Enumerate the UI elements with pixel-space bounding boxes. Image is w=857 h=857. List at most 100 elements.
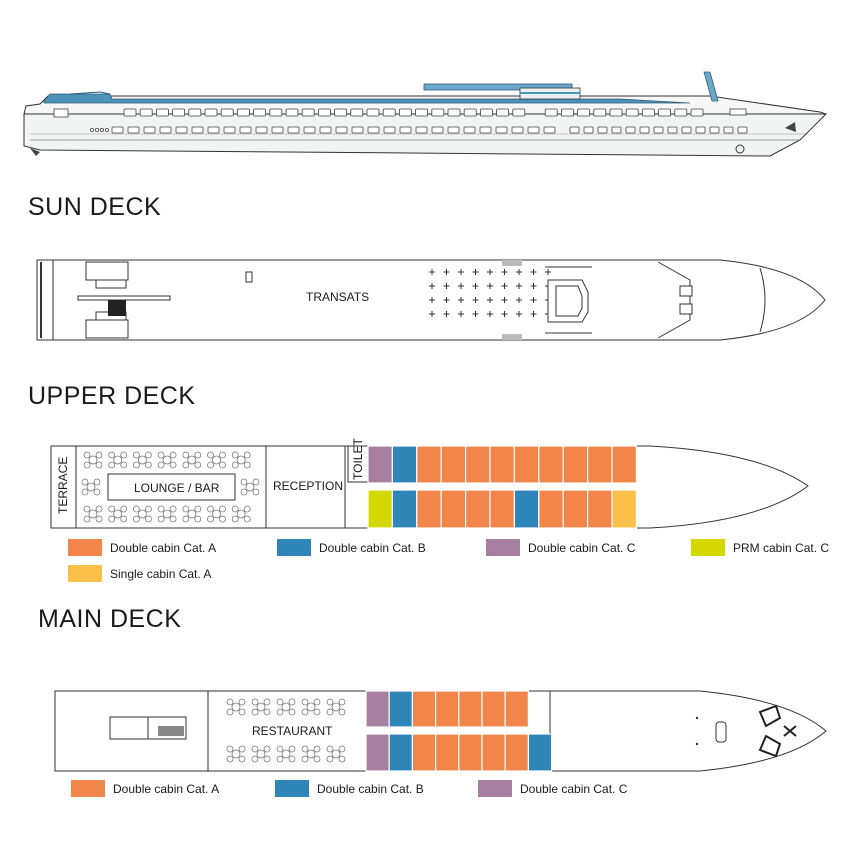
cabin-cat-a[interactable]: [611, 445, 637, 484]
table-group: [240, 478, 260, 496]
window: [398, 108, 412, 117]
cabin-cat-a[interactable]: [411, 690, 437, 728]
table-group: [326, 698, 346, 716]
porthole: [527, 126, 540, 134]
porthole: [737, 126, 748, 134]
legend-label: Double cabin Cat. B: [317, 781, 424, 796]
legend-item: Double cabin Cat. A: [68, 539, 216, 556]
transat: [516, 297, 522, 303]
window: [317, 108, 331, 117]
legend-label: Single cabin Cat. A: [110, 566, 212, 581]
window: [139, 108, 153, 117]
cabin-cat-a[interactable]: [416, 445, 442, 484]
transat: [530, 283, 537, 289]
cabin-cat-c[interactable]: [365, 733, 390, 772]
transat: [443, 297, 450, 303]
cabin-cat-a[interactable]: [481, 690, 506, 728]
transat: [530, 297, 537, 303]
table-group: [83, 451, 103, 469]
window: [674, 108, 688, 117]
cabin-cat-a[interactable]: [440, 489, 467, 529]
porthole: [723, 126, 734, 134]
porthole: [95, 127, 100, 132]
porthole: [303, 126, 316, 134]
swatch-cat-a: [68, 539, 102, 556]
cabin-prm[interactable]: [367, 489, 393, 529]
legend-item: Double cabin Cat. C: [486, 539, 635, 556]
cabin-single-a[interactable]: [611, 489, 637, 529]
porthole: [639, 126, 650, 134]
swatch-cat-c: [486, 539, 520, 556]
cabin-cat-a[interactable]: [538, 489, 564, 529]
window: [593, 108, 607, 117]
cabin-cat-a[interactable]: [411, 733, 437, 772]
porthole: [625, 126, 636, 134]
porthole: [351, 126, 364, 134]
cabin-cat-a[interactable]: [458, 733, 483, 772]
porthole: [287, 126, 300, 134]
porthole: [495, 126, 508, 134]
porthole: [511, 126, 524, 134]
cabin-cat-b[interactable]: [527, 733, 553, 772]
porthole: [175, 126, 188, 134]
table-group: [83, 505, 103, 523]
porthole: [597, 126, 608, 134]
legend-item: Double cabin Cat. A: [71, 780, 219, 797]
porthole: [335, 126, 348, 134]
porthole: [695, 126, 706, 134]
table-group: [182, 505, 202, 523]
porthole: [709, 126, 720, 134]
cabin-cat-a[interactable]: [504, 690, 530, 728]
window: [415, 108, 429, 117]
legend-label: Double cabin Cat. A: [113, 781, 220, 796]
table-group: [276, 698, 296, 716]
cabin-cat-a[interactable]: [458, 690, 483, 728]
cabin-cat-a[interactable]: [465, 489, 491, 529]
window: [496, 108, 510, 117]
legend-item: Double cabin Cat. C: [478, 780, 627, 797]
table-group: [231, 451, 251, 469]
cabin-cat-a[interactable]: [489, 489, 515, 529]
window: [561, 108, 574, 117]
cabin-cat-a[interactable]: [504, 733, 530, 772]
table-group: [207, 451, 226, 469]
cabin-cat-a[interactable]: [538, 445, 564, 484]
porthole: [271, 126, 284, 134]
window: [188, 108, 202, 117]
cabin-cat-a[interactable]: [435, 690, 460, 728]
transat: [530, 269, 537, 275]
cabin-cat-b[interactable]: [391, 445, 418, 484]
transat: [443, 269, 450, 275]
cabin-cat-a[interactable]: [586, 445, 613, 484]
table-group: [226, 745, 246, 763]
porthole: [611, 126, 622, 134]
porthole: [207, 126, 220, 134]
porthole: [127, 126, 140, 134]
cabin-cat-a[interactable]: [481, 733, 506, 772]
window: [544, 108, 558, 117]
swatch-cat-c: [478, 780, 512, 797]
porthole: [479, 126, 492, 134]
cabin-cat-a[interactable]: [435, 733, 460, 772]
swatch-cat-a: [71, 780, 105, 797]
porthole: [653, 126, 664, 134]
cabin-cat-a[interactable]: [465, 445, 491, 484]
cabin-cat-c[interactable]: [365, 690, 390, 728]
porthole: [463, 126, 476, 134]
porthole: [239, 126, 252, 134]
window: [269, 108, 283, 117]
cabin-cat-a[interactable]: [440, 445, 467, 484]
cabin-cat-b[interactable]: [388, 733, 414, 772]
cabin-cat-b[interactable]: [391, 489, 418, 529]
cabin-cat-a[interactable]: [562, 489, 589, 529]
cabin-cat-b[interactable]: [388, 690, 414, 728]
cabin-cat-a[interactable]: [513, 445, 540, 484]
window: [512, 108, 526, 117]
window: [382, 108, 396, 117]
transats-label: TRANSATS: [306, 290, 369, 304]
transat: [429, 283, 435, 289]
legend-label: PRM cabin Cat. C: [733, 540, 830, 555]
porthole: [681, 126, 692, 134]
table-group: [251, 745, 271, 763]
